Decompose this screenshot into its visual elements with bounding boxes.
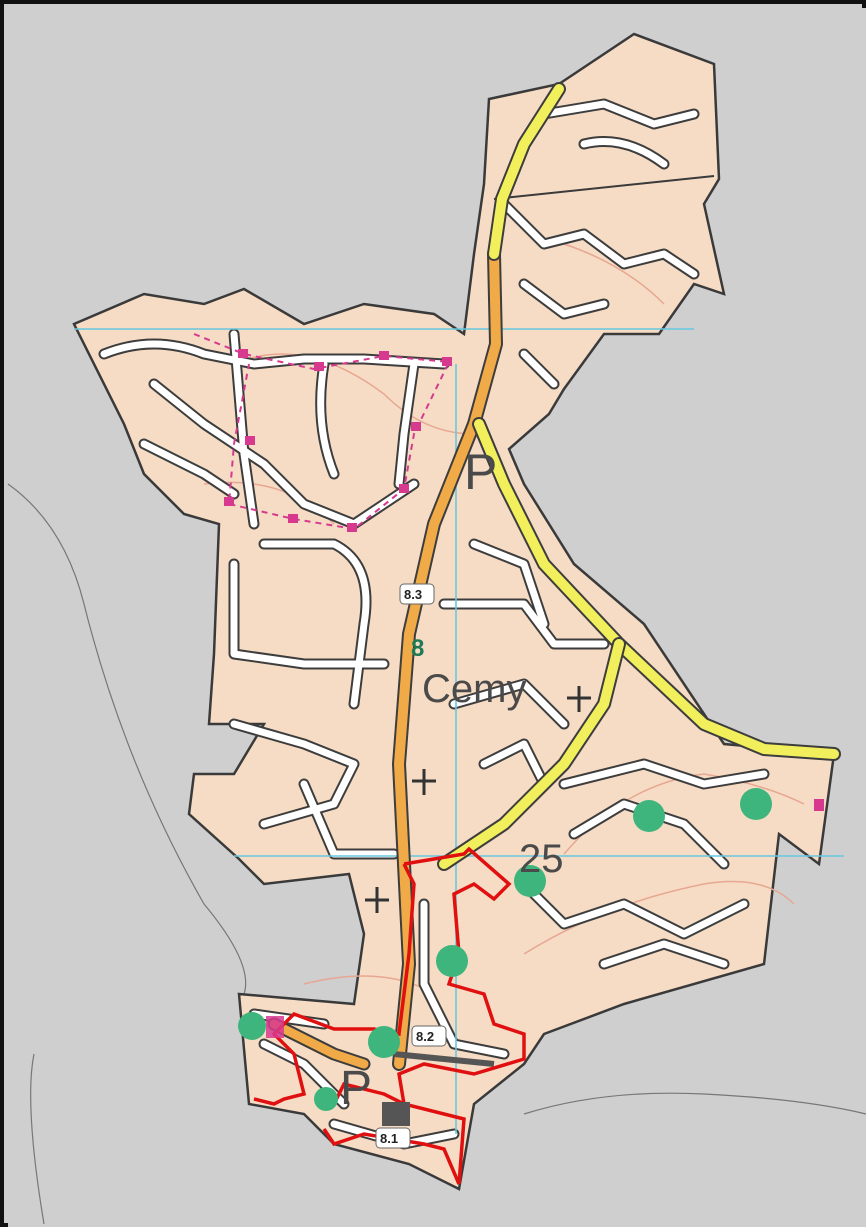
parking-label-north: P <box>464 444 497 500</box>
parcel-line-north <box>493 175 715 200</box>
building-south <box>382 1102 410 1126</box>
sub-area-8-2-text: 8.2 <box>416 1029 434 1044</box>
sub-area-8-1-text: 8.1 <box>380 1131 398 1146</box>
main-road-orange <box>267 247 503 1071</box>
sub-area-label-8-3[interactable]: 8.3 <box>399 583 435 605</box>
sub-area-label-8-2[interactable]: 8.2 <box>411 1025 447 1047</box>
red-boundary <box>253 846 526 1185</box>
sub-area-label-8-1[interactable]: 8.1 <box>375 1127 411 1149</box>
parking-label-south: P <box>340 1062 372 1115</box>
green-features <box>238 788 772 1111</box>
footpath-nodes <box>224 349 824 811</box>
map-canvas[interactable]: P P Cemy 25 8 8.3 8.2 8.1 <box>4 4 866 1231</box>
track-south <box>393 1051 495 1067</box>
minor-road-network <box>98 98 770 1150</box>
contour-value-label: 25 <box>519 837 564 881</box>
magenta-patch <box>266 1016 284 1038</box>
district-boundary-lines <box>7 483 866 1225</box>
cemetery-label: Cemy <box>422 667 526 711</box>
cross-symbols <box>365 686 591 913</box>
grid-lines <box>74 328 844 1134</box>
footpath-magenta <box>193 333 451 531</box>
primary-road-yellow <box>437 82 841 871</box>
area-number-label: 8 <box>411 635 424 662</box>
urban-area-polygon <box>72 32 836 1191</box>
sub-area-8-3-text: 8.3 <box>404 587 422 602</box>
